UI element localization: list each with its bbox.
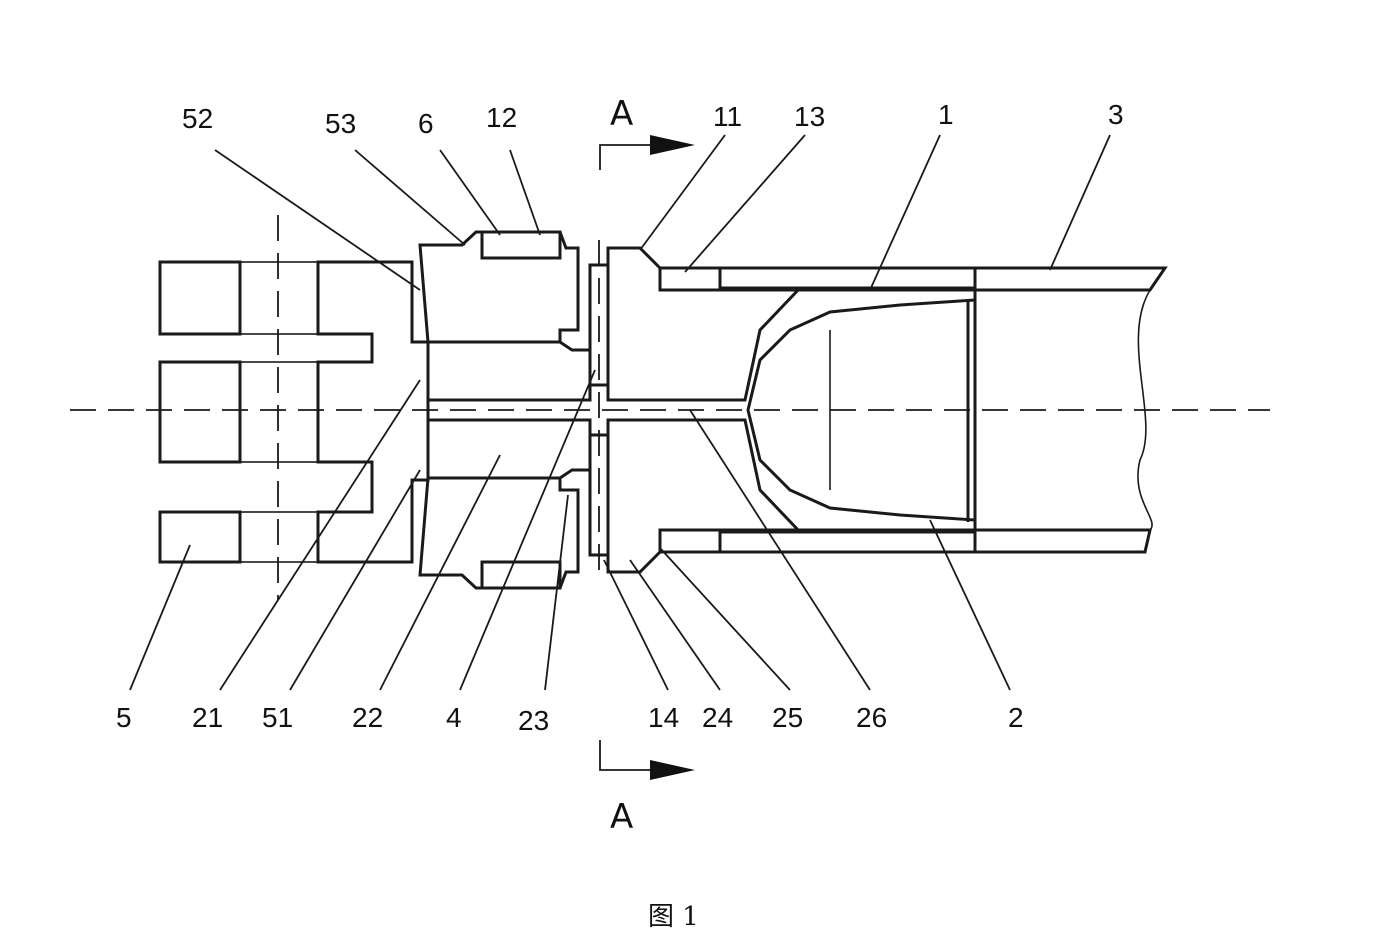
label-52: 52 (182, 103, 213, 134)
top-labels: 52 53 6 12 11 13 1 3 (182, 99, 1124, 139)
joint-head (606, 246, 977, 574)
composite-tube (658, 266, 1168, 554)
label-23: 23 (518, 705, 549, 736)
fork-part (158, 215, 430, 600)
sleeve-ring-top (480, 230, 562, 260)
leader-lines (129, 134, 1111, 691)
sleeve-ring-bottom (480, 560, 562, 590)
label-24: 24 (702, 702, 733, 733)
label-4: 4 (446, 702, 462, 733)
bottom-labels: 5 21 51 22 4 23 14 24 25 26 2 (116, 702, 1024, 736)
label-14: 14 (648, 702, 679, 733)
section-mark-top: A (599, 94, 695, 170)
svg-text:A: A (610, 797, 633, 837)
label-53: 53 (325, 108, 356, 139)
label-22: 22 (352, 702, 383, 733)
svg-text:A: A (610, 94, 633, 134)
label-2: 2 (1008, 702, 1024, 733)
section-mark-bottom: A (599, 740, 695, 837)
figure-caption: 图 1 (648, 902, 699, 932)
label-13: 13 (794, 101, 825, 132)
label-12: 12 (486, 102, 517, 133)
label-21: 21 (192, 702, 223, 733)
label-25: 25 (772, 702, 803, 733)
label-51: 51 (262, 702, 293, 733)
label-11: 11 (713, 101, 742, 132)
label-6: 6 (418, 108, 434, 139)
label-5: 5 (116, 702, 132, 733)
label-3: 3 (1108, 99, 1124, 130)
label-1: 1 (938, 99, 954, 130)
label-26: 26 (856, 702, 887, 733)
